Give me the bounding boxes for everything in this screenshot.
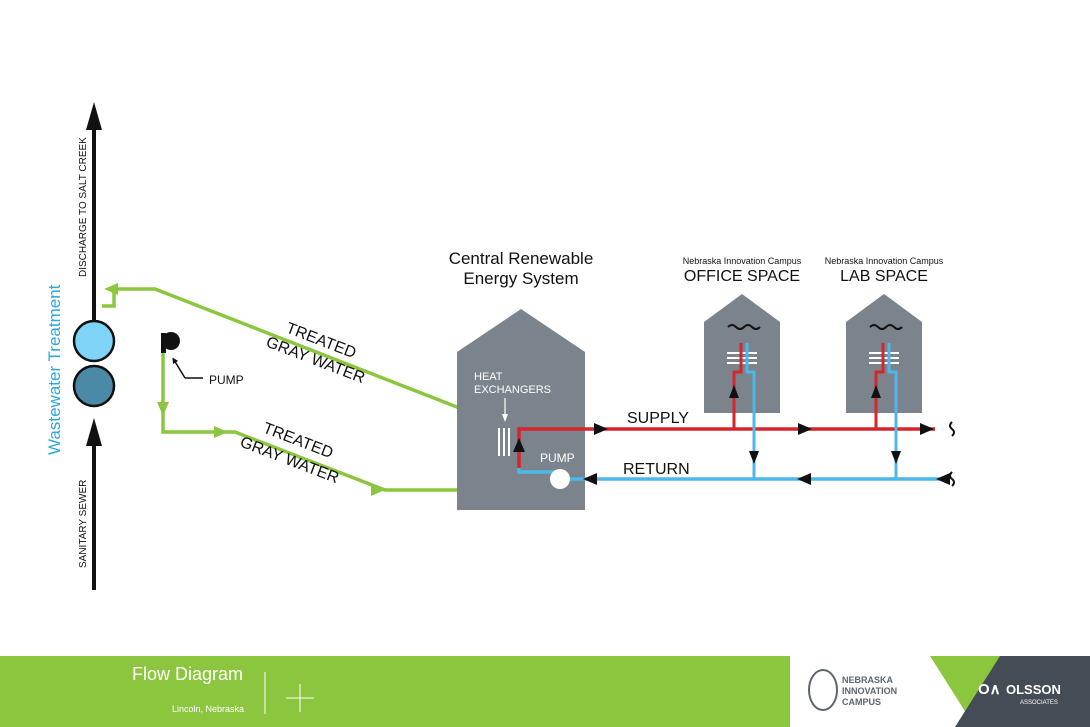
heat-exchangers-label-1: HEAT (474, 371, 503, 383)
office-name-label: OFFICE SPACE (684, 268, 800, 285)
wastewater-treatment-title: Wastewater Treatment (45, 284, 64, 455)
central-pump-icon (517, 468, 555, 474)
footer-location: Lincoln, Nebraska (172, 704, 245, 714)
supply-label: SUPPLY (627, 410, 689, 427)
lab-campus-label: Nebraska Innovation Campus (825, 256, 944, 266)
footer-title: Flow Diagram (132, 664, 244, 684)
treatment-tank-bottom (72, 364, 116, 408)
nic-logo-line2: INNOVATION (842, 686, 897, 696)
central-title-2: Energy System (463, 269, 578, 288)
left-pump-icon (161, 332, 180, 353)
green-arrow-right-1 (214, 426, 228, 438)
green-arrow-right-2 (371, 484, 385, 496)
return-pipe-break-icon (949, 471, 955, 487)
nic-logo: NEBRASKA INNOVATION CAMPUS (808, 669, 897, 711)
discharge-label: DISCHARGE TO SALT CREEK (78, 137, 89, 277)
footer-white-panel (790, 656, 975, 727)
return-label: RETURN (623, 461, 690, 478)
lab-name-label: LAB SPACE (840, 268, 928, 285)
compass-icon (286, 684, 314, 712)
treatment-tank-top (72, 319, 116, 363)
supply-pipe (517, 427, 935, 470)
green-arrow-left (104, 283, 118, 295)
lab-building: Nebraska Innovation Campus LAB SPACE (825, 256, 944, 479)
sewer-arrow (86, 418, 102, 590)
office-campus-label: Nebraska Innovation Campus (683, 256, 802, 266)
green-arrow-down (157, 402, 169, 416)
office-building: Nebraska Innovation Campus OFFICE SPACE (683, 256, 802, 479)
olsson-logo-text: OLSSON (1006, 682, 1061, 697)
sewer-label: SANITARY SEWER (78, 480, 89, 568)
central-building (457, 309, 585, 510)
nic-logo-line1: NEBRASKA (842, 675, 894, 685)
olsson-logo: O∧ OLSSON ASSOCIATES (978, 681, 1061, 706)
nic-logo-line3: CAMPUS (842, 697, 881, 707)
central-title-1: Central Renewable (449, 249, 594, 268)
heat-exchangers-label-2: EXCHANGERS (474, 384, 551, 396)
svg-text:O∧: O∧ (978, 681, 1001, 698)
supply-pipe-break-icon (949, 421, 955, 437)
central-pump-body (550, 469, 570, 489)
olsson-logo-sub: ASSOCIATES (1020, 700, 1058, 706)
footer-dark-panel (955, 656, 1090, 727)
left-pump-label: PUMP (209, 373, 244, 387)
heat-exchanger-icon (498, 428, 510, 456)
discharge-arrow (86, 102, 102, 320)
central-pump-label: PUMP (540, 451, 575, 465)
